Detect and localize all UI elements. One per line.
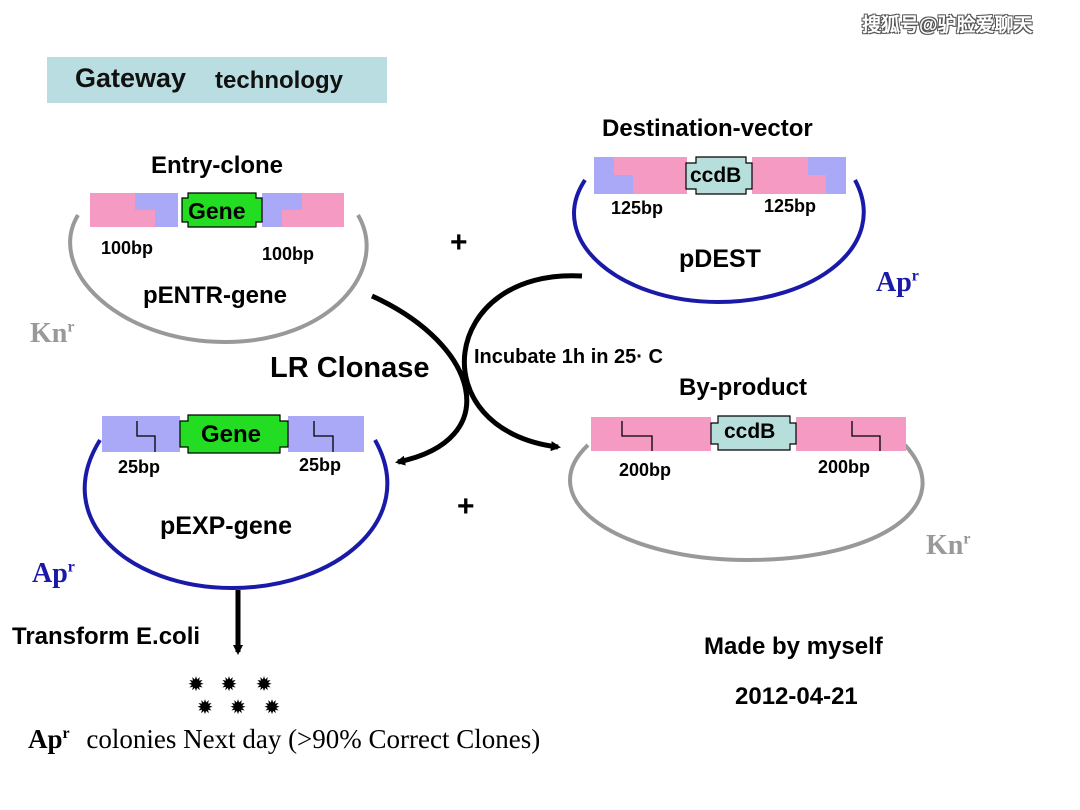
pentr-left-att-box <box>90 193 178 227</box>
pdest-plasmid-label: pDEST <box>679 245 761 273</box>
pexp-gene-label: Gene <box>201 421 262 448</box>
pentr-marker: Knr <box>30 318 74 350</box>
byproduct-marker: Knr <box>926 530 970 562</box>
byproduct-title: By-product <box>679 374 807 401</box>
byproduct-ccdb-box <box>710 415 797 451</box>
pdest-marker-sup: r <box>911 267 919 285</box>
colonies-icon: ✹ ✹ ✹ ✹ ✹ ✹ <box>188 672 281 719</box>
svg-text:✹: ✹ <box>256 672 273 696</box>
svg-text:✹: ✹ <box>197 695 214 719</box>
title-sub: technology <box>215 67 344 94</box>
watermark: 搜狐号@驴脸爱聊天 <box>862 15 1033 36</box>
byproduct-marker-sup: r <box>963 530 971 548</box>
entry-clone-title: Entry-clone <box>151 152 284 179</box>
pdest-right-bp: 125bp <box>764 196 817 216</box>
pdest-right-att-box <box>752 157 846 194</box>
colonies-marker-sup: r <box>62 725 70 742</box>
pdest-ccdb-box <box>685 156 753 195</box>
pdest-plasmid-loop <box>572 178 866 305</box>
colonies-caption: Apr colonies Next day (>90% Correct Clon… <box>28 724 540 755</box>
pexp-plasmid-label: pEXP-gene <box>160 512 292 540</box>
pexp-right-att-box <box>288 416 364 452</box>
byproduct-right-bp: 200bp <box>818 457 871 477</box>
plus-top: + <box>450 226 468 259</box>
credit-date: 2012-04-21 <box>735 683 858 710</box>
svg-text:✹: ✹ <box>188 672 205 696</box>
byproduct-right-att-box <box>796 417 906 451</box>
pentr-plasmid-label: pENTR-gene <box>143 282 287 309</box>
pentr-plasmid-loop <box>68 213 369 345</box>
pentr-gene-box <box>181 192 263 228</box>
pdest-marker: Apr <box>876 267 919 299</box>
colonies-text: colonies Next day (>90% Correct Clones) <box>86 724 541 754</box>
pexp-left-bp: 25bp <box>118 457 161 477</box>
pentr-marker-text: Kn <box>30 318 68 349</box>
pexp-left-att-box <box>102 416 180 452</box>
pexp-plasmid-loop <box>82 438 390 591</box>
svg-text:✹: ✹ <box>221 672 238 696</box>
credit-author: Made by myself <box>704 633 883 660</box>
pexp-gene-box <box>179 414 289 454</box>
pexp-marker-text: Ap <box>32 558 68 589</box>
byproduct-plasmid-loop <box>568 443 925 563</box>
byproduct-ccdb-label: ccdB <box>724 420 776 443</box>
svg-text:✹: ✹ <box>230 695 247 719</box>
title-main: Gateway <box>75 63 187 93</box>
dest-to-byproduct-arrow <box>461 273 583 452</box>
lr-clonase-label: LR Clonase <box>270 352 430 384</box>
title-banner: Gateway technology <box>47 57 387 103</box>
destination-vector-title: Destination-vector <box>602 115 813 142</box>
pentr-right-bp: 100bp <box>262 244 315 264</box>
pdest-marker-text: Ap <box>876 267 912 298</box>
entry-to-exp-arrow <box>370 293 470 466</box>
pentr-right-att-box <box>262 193 344 227</box>
byproduct-marker-text: Kn <box>926 530 964 561</box>
pexp-marker: Apr <box>32 558 75 590</box>
plus-bottom: + <box>457 490 475 523</box>
pexp-right-bp: 25bp <box>299 455 342 475</box>
pexp-marker-sup: r <box>67 558 75 576</box>
pentr-marker-sup: r <box>67 318 75 336</box>
incubation-label: Incubate 1h in 25· C <box>474 346 663 368</box>
colonies-marker: Ap <box>28 724 63 754</box>
pdest-left-att-box <box>594 157 687 194</box>
pdest-left-bp: 125bp <box>611 198 664 218</box>
pdest-ccdb-label: ccdB <box>690 164 742 187</box>
byproduct-left-bp: 200bp <box>619 460 672 480</box>
byproduct-left-att-box <box>591 417 711 451</box>
transform-label: Transform E.coli <box>12 623 201 650</box>
pentr-gene-label: Gene <box>188 198 246 224</box>
svg-text:✹: ✹ <box>264 695 281 719</box>
pentr-left-bp: 100bp <box>101 238 154 258</box>
